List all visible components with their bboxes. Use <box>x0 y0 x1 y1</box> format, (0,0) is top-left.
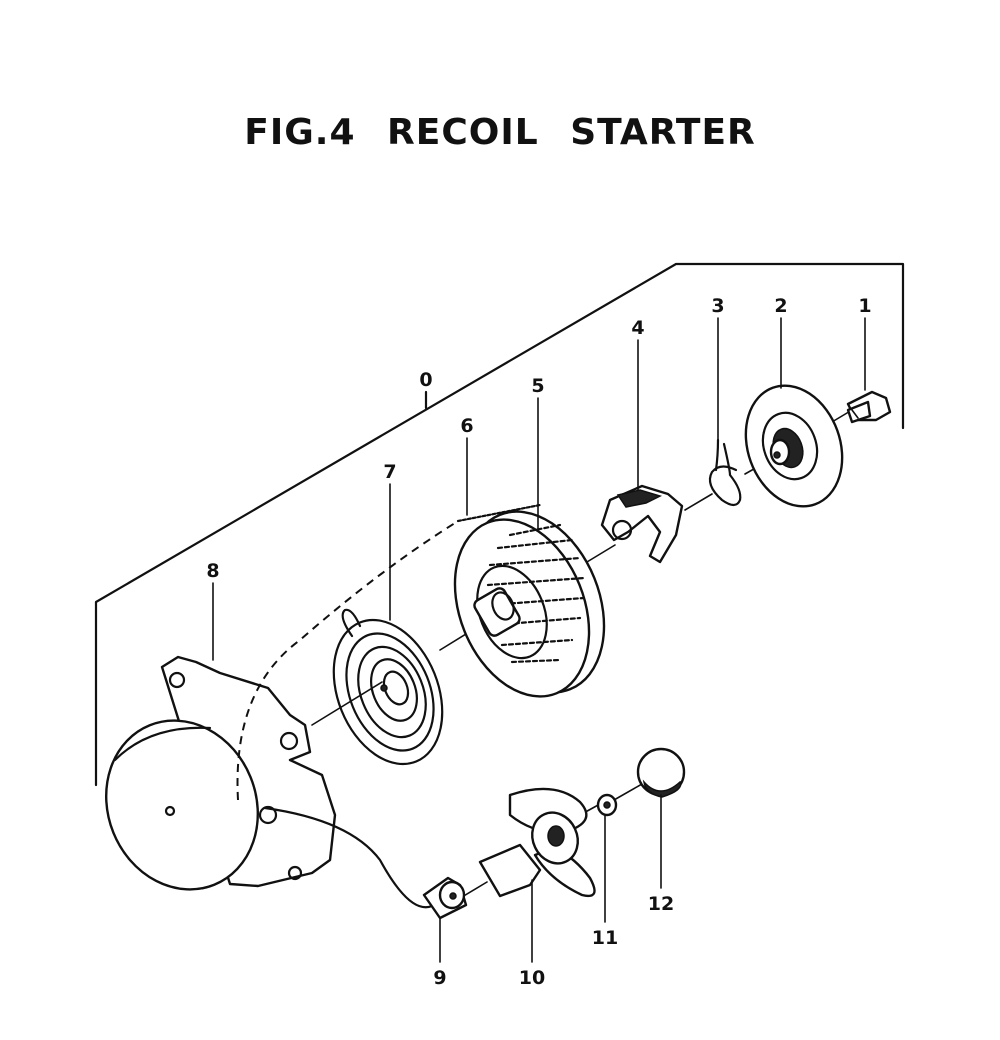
callout-10: 10 <box>519 967 545 989</box>
recoil-spring <box>332 608 444 766</box>
rope-guide <box>422 876 468 920</box>
callout-labels: 0 1 2 3 4 5 6 7 8 9 10 11 12 <box>206 295 871 989</box>
starter-handle <box>478 787 596 898</box>
callout-3: 3 <box>711 295 724 317</box>
callout-0: 0 <box>419 369 432 391</box>
callout-12: 12 <box>648 893 674 915</box>
callout-6: 6 <box>460 415 473 437</box>
washer <box>596 793 618 817</box>
callout-5: 5 <box>531 375 544 397</box>
callout-4: 4 <box>631 317 644 339</box>
assembly-bracket <box>94 262 905 787</box>
callout-7: 7 <box>383 461 396 483</box>
starter-case <box>105 522 456 891</box>
callout-9: 9 <box>433 967 446 989</box>
rope-reel <box>453 510 606 698</box>
handle-cap <box>636 747 686 798</box>
callout-2: 2 <box>774 295 787 317</box>
callout-11: 11 <box>592 927 618 949</box>
friction-spring <box>708 438 742 507</box>
figure-title: FIG.4 RECOIL STARTER <box>244 112 756 153</box>
bolt <box>846 390 892 424</box>
ratchet <box>600 484 684 564</box>
leader-lines <box>212 317 866 963</box>
callout-1: 1 <box>858 295 871 317</box>
starter-rope <box>263 503 542 909</box>
guide-plate <box>744 384 844 508</box>
callout-8: 8 <box>206 560 219 582</box>
